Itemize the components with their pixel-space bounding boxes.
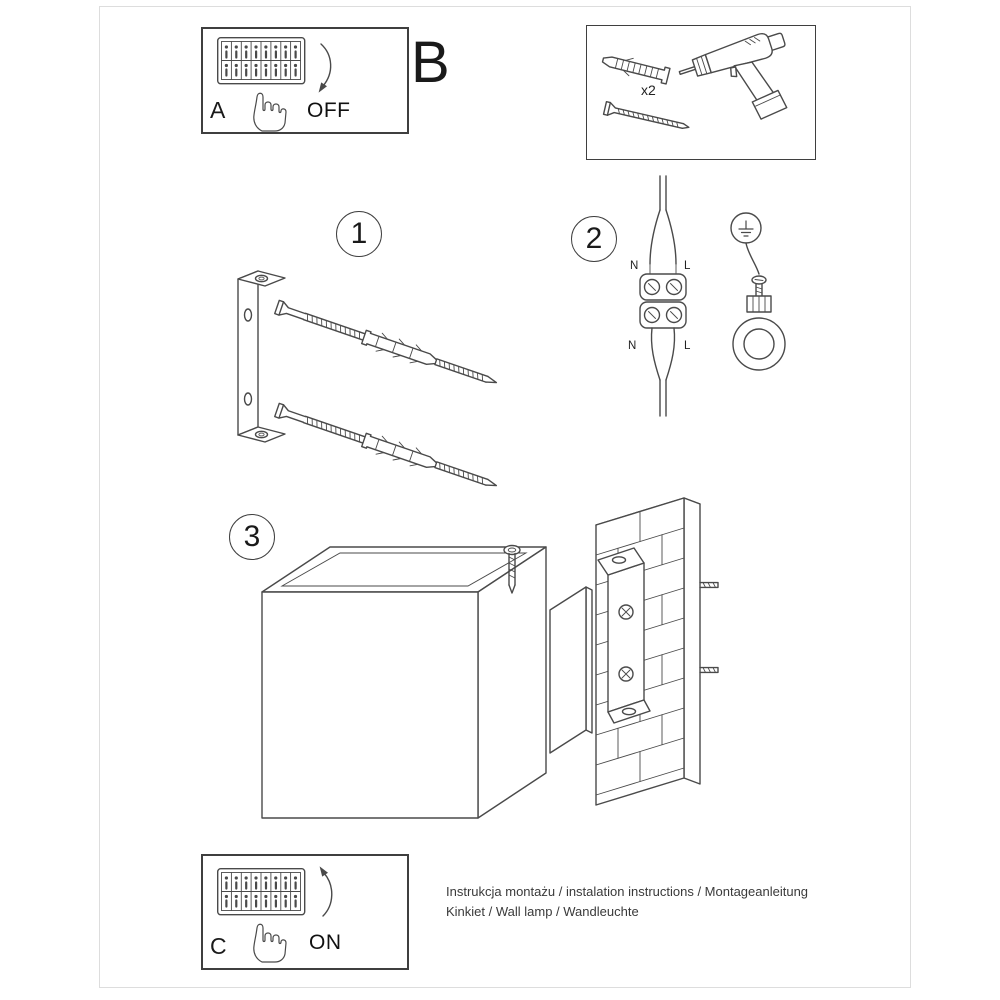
- supply-cable-icon: [649, 175, 677, 275]
- step-3-badge: 3: [229, 514, 275, 560]
- section-letter-b: B: [411, 30, 450, 95]
- mounting-assembly-illustration: [261, 497, 719, 819]
- cube-lamp-icon: [261, 546, 547, 819]
- screw-anchor-icon: [273, 297, 501, 393]
- mounting-bracket-icon: [237, 270, 286, 443]
- anchor-quantity-label: x2: [641, 82, 656, 98]
- power-off-panel: A OFF: [201, 27, 409, 134]
- screw-icon: [602, 100, 690, 130]
- switch-state-off-label: OFF: [307, 99, 351, 122]
- fixing-screw-icon: [503, 544, 521, 594]
- mounting-plate-icon: [549, 586, 593, 754]
- step-3-number: 3: [243, 520, 261, 553]
- footer-line-2: Kinkiet / Wall lamp / Wandleuchte: [446, 904, 639, 919]
- tools-panel: x2: [586, 25, 816, 160]
- fuse-box-icon: [216, 867, 307, 964]
- earth-ground-icon: [730, 212, 762, 244]
- wall-screw-tip-icon: [699, 666, 719, 674]
- drill-icon: [678, 32, 788, 120]
- wall-screw-tip-icon: [699, 581, 719, 589]
- bracket-anchors-illustration: [237, 270, 501, 496]
- panel-letter-a: A: [210, 97, 226, 123]
- fuse-box-icon: [216, 36, 307, 133]
- output-cable-icon: [650, 327, 676, 417]
- wire-label-l-top: L: [684, 260, 691, 272]
- wiring-illustration: [639, 175, 786, 417]
- power-on-panel: C ON: [201, 854, 409, 970]
- terminal-block-icon: [639, 273, 687, 329]
- rotate-up-arrow-icon: [319, 866, 333, 917]
- step-1-number: 1: [350, 217, 368, 250]
- switch-state-on-label: ON: [309, 931, 342, 954]
- wall-plug-icon: [601, 56, 671, 85]
- rotate-down-arrow-icon: [318, 43, 332, 93]
- wall-bracket-icon: [597, 547, 651, 724]
- step-2-badge: 2: [571, 216, 617, 262]
- wire-label-l-bottom: L: [684, 340, 691, 352]
- wire-label-n-top: N: [630, 260, 639, 272]
- power-off-illustration: [216, 36, 332, 133]
- footer-line-1: Instrukcja montażu / instalation instruc…: [446, 884, 809, 899]
- ground-clamp-icon: [732, 242, 786, 371]
- panel-letter-c: C: [210, 933, 227, 959]
- step-2-number: 2: [585, 222, 603, 255]
- step-1-badge: 1: [336, 211, 382, 257]
- tools-illustration: [601, 32, 788, 130]
- page-frame: [99, 6, 911, 988]
- wire-label-n-bottom: N: [628, 340, 637, 352]
- power-on-illustration: [216, 866, 333, 964]
- screw-anchor-icon: [273, 400, 501, 496]
